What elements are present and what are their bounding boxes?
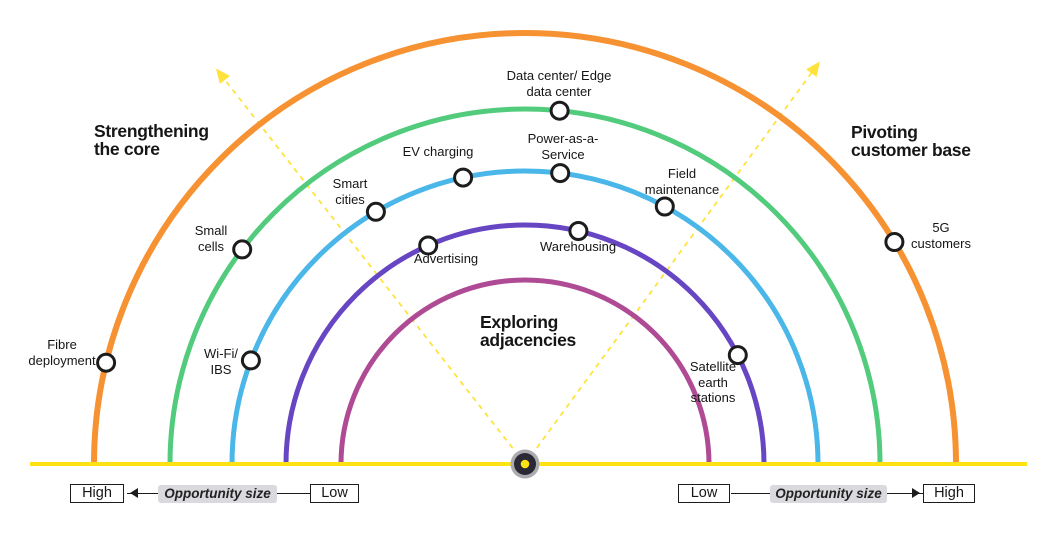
label-line: Power-as-a-	[527, 131, 599, 146]
node-small-cells	[232, 239, 253, 260]
node-ev-charging	[453, 167, 474, 188]
label-line: data center	[526, 83, 592, 99]
legend-left-connector	[277, 493, 310, 494]
label-line: Small	[194, 223, 228, 238]
legend-left-low-box: Low	[310, 484, 359, 503]
label-line: maintenance	[644, 181, 720, 197]
legend-left-arrow	[127, 488, 158, 498]
label-line: Fibre	[47, 337, 77, 352]
node-5g-customers	[884, 232, 905, 252]
heading-line: adjacencies	[480, 330, 576, 350]
label-line: Warehousing	[539, 239, 617, 254]
label-line: Field	[667, 166, 697, 181]
label-line: Wi-Fi/	[204, 346, 238, 361]
label-line: customers	[911, 235, 971, 251]
arc-blue	[229, 168, 821, 465]
legend-right-connector	[731, 493, 770, 494]
label-line: stations	[690, 390, 736, 405]
label-line: deployment	[28, 352, 96, 368]
node-field-maintenance	[654, 196, 675, 217]
label-line: 5G	[932, 220, 950, 235]
arc-magenta	[338, 277, 712, 465]
node-data-center-edge	[549, 100, 570, 121]
hub-yellow-dot	[520, 459, 530, 469]
heading-exploring-adjacencies: Exploring adjacencies	[480, 313, 576, 349]
legend-left-opportunity-size-label: Opportunity size	[158, 485, 277, 503]
heading-strengthening-core: Strengthening the core	[94, 122, 209, 158]
label-line: earth	[698, 374, 728, 390]
label-advertising: Advertising	[386, 251, 506, 267]
label-ev-charging: EV charging	[378, 144, 498, 160]
heading-line: customer base	[851, 140, 971, 160]
node-warehousing	[568, 221, 589, 241]
label-line: EV charging	[402, 144, 474, 159]
legend-right-low-box: Low	[678, 484, 730, 503]
label-wifi-ibs: Wi-Fi/IBS	[191, 346, 251, 377]
label-line: Satellite	[689, 359, 737, 374]
label-line: cities	[335, 191, 365, 207]
heading-line: the core	[94, 139, 160, 159]
label-line: cells	[197, 238, 224, 254]
node-smart-cities	[365, 201, 386, 222]
legend-left-high-box: High	[70, 484, 124, 503]
node-satellite-earth-stations	[727, 345, 748, 366]
arc-orange	[91, 30, 959, 465]
legend-right-opportunity-size-label: Opportunity size	[770, 485, 887, 503]
heading-line: Pivoting	[851, 122, 918, 142]
arc-green	[167, 106, 883, 465]
heading-line: Exploring	[480, 312, 558, 332]
label-line: Data center/ Edge	[506, 68, 612, 83]
legend-right-arrow	[887, 488, 923, 498]
node-wifi-ibs	[240, 350, 261, 371]
label-warehousing: Warehousing	[518, 239, 638, 255]
node-power-as-a-service	[550, 163, 571, 184]
label-power-as-a-service: Power-as-a-Service	[503, 131, 623, 162]
legend-right-high-box: High	[923, 484, 975, 503]
node-advertising	[418, 235, 439, 256]
label-line: Service	[541, 146, 585, 162]
node-fibre-deployment	[96, 352, 117, 373]
label-line: IBS	[210, 361, 232, 377]
heading-pivoting-customer-base: Pivoting customer base	[851, 123, 971, 159]
label-line: Advertising	[413, 251, 479, 266]
label-line: Smart	[332, 176, 368, 191]
heading-line: Strengthening	[94, 121, 209, 141]
